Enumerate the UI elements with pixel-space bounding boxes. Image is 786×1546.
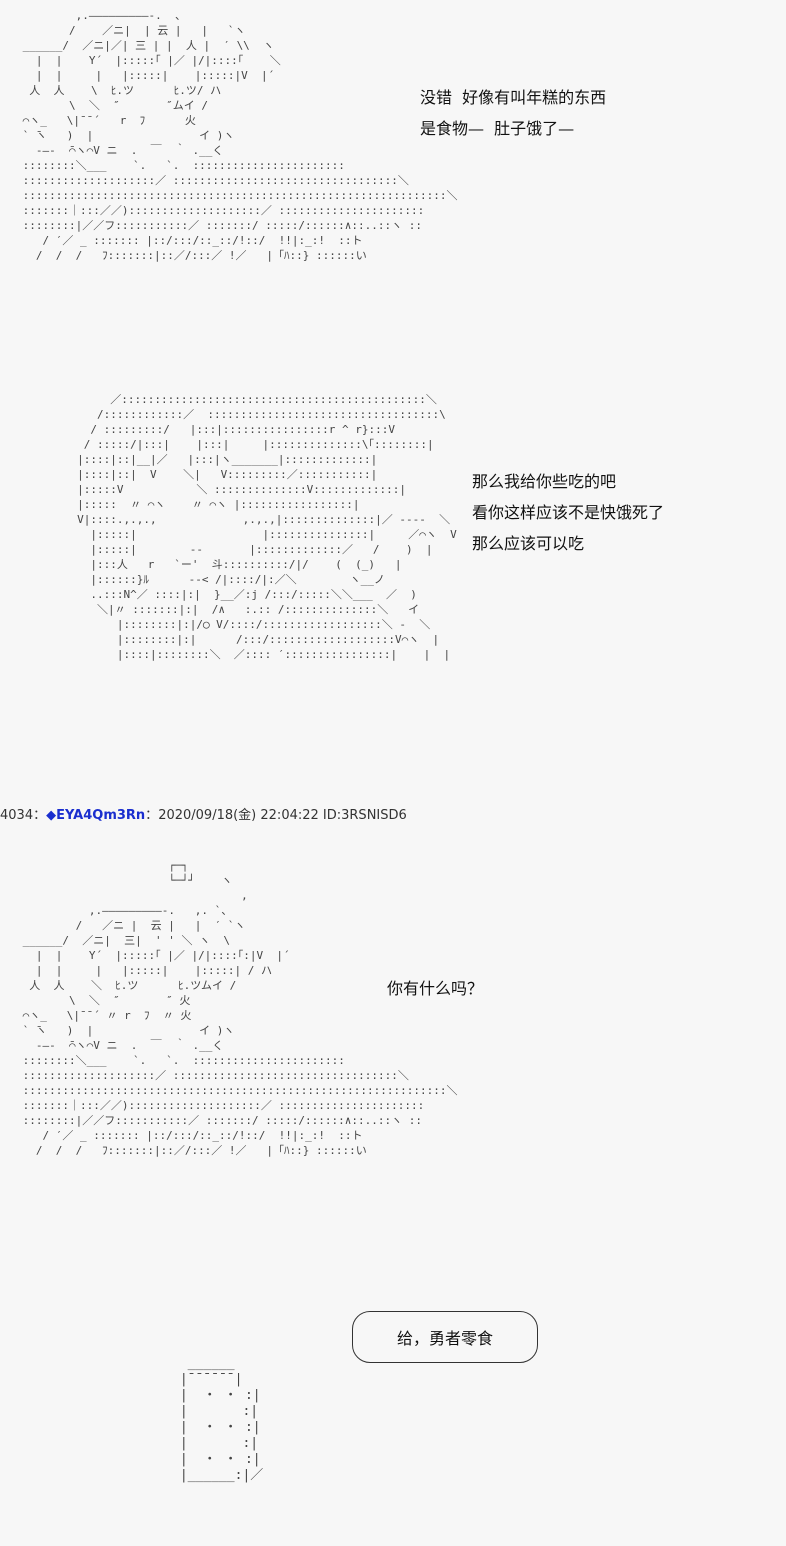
speech-bubble: 给，勇者零食 xyxy=(352,1311,538,1363)
dialogue-line: 那么应该可以吃 xyxy=(472,534,585,553)
post-date: 2020/09/18(金) 22:04:22 ID:3RSNISD6 xyxy=(158,808,407,823)
post-number[interactable]: 4034 xyxy=(0,808,34,823)
ascii-art-hero-2: ┌─┐ └─┘┘ ヽ , ,.—————————‐. ,. `、 / ／ニ | … xyxy=(22,859,458,1157)
separator: ： xyxy=(145,808,159,823)
dialogue-line: 那么我给你些吃的吧 xyxy=(472,472,617,491)
dialogue-line: 是食物— 肚子饿了— xyxy=(420,119,575,138)
dialogue-line: 你有什么吗？ xyxy=(387,979,484,998)
ascii-art-hero-1: ,.—————————‐. 、 / ／ニ| | 云 | | `ヽ ______/… xyxy=(22,9,458,262)
separator: ： xyxy=(33,808,47,823)
post-header: 4034：◆EYA4Qm3Rn：2020/09/18(金) 22:04:22 I… xyxy=(0,806,407,826)
bubble-text: 给，勇者零食 xyxy=(396,1329,493,1348)
ascii-art-snack-box: ______ |¯¯¯¯¯¯| | ・ ・ :| | :| | ・ ・ :| |… xyxy=(179,1356,264,1483)
dialogue-line: 没错 好像有叫年糕的东西 xyxy=(420,88,607,107)
ascii-art-girl: ／:::::::::::::::::::::::::::::::::::::::… xyxy=(77,393,457,661)
poster-trip: ◆EYA4Qm3Rn xyxy=(46,808,146,823)
dialogue-line: 看你这样应该不是快饿死了 xyxy=(472,503,665,522)
